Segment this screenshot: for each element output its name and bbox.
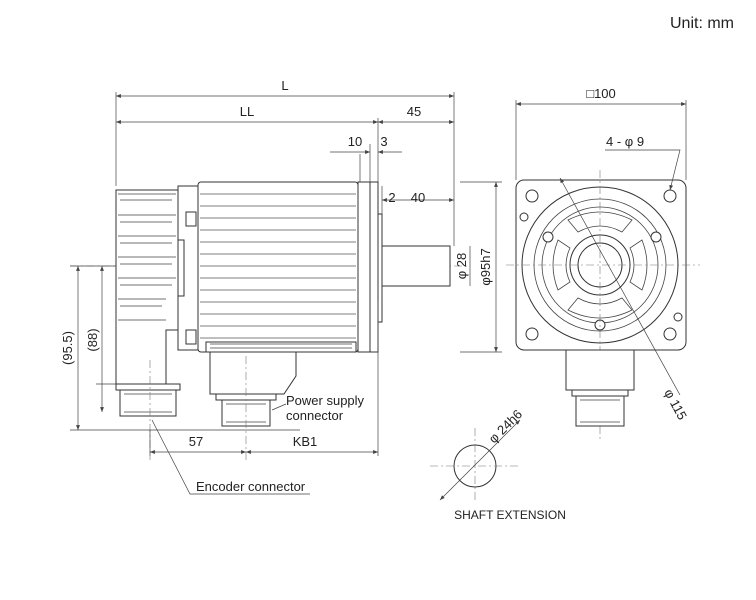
front-shaft-end — [577, 242, 623, 288]
power-supply-connector — [209, 351, 297, 460]
shaft-extension-view: φ 24h6 SHAFT EXTENSION — [430, 407, 566, 522]
dim-KB1: KB1 — [293, 434, 318, 449]
dim-phi24h6: φ 24h6 — [486, 407, 526, 447]
encoder-housing — [115, 185, 199, 385]
dim-3: 3 — [380, 134, 387, 149]
motor-body — [197, 181, 359, 353]
mount-hole-tl — [525, 189, 539, 203]
dim-10: 10 — [348, 134, 362, 149]
front-connector — [565, 349, 635, 391]
dim-95-5: (95.5) — [60, 331, 75, 365]
dim-40: 40 — [411, 190, 425, 205]
side-view: L LL 45 10 3 2 40 φ 28 φ95h7 (95.5) (88)… — [60, 78, 502, 495]
power-supply-label-line1: Power supply — [286, 393, 365, 408]
shaft-extension-label: SHAFT EXTENSION — [454, 508, 566, 522]
encoder-connector-label: Encoder connector — [196, 479, 306, 494]
dim-2: 2 — [388, 190, 395, 205]
dim-45: 45 — [407, 104, 421, 119]
dim-88: (88) — [85, 328, 100, 351]
dim-4-holes: 4 - φ 9 — [606, 134, 644, 149]
dim-phi115: φ 115 — [661, 386, 690, 422]
mount-hole-bl — [525, 327, 539, 341]
shaft — [381, 245, 451, 287]
dim-L: L — [281, 78, 288, 93]
front-view: □100 4 - φ 9 φ 115 — [506, 86, 700, 440]
mount-hole-br — [663, 327, 677, 341]
mount-hole-tr — [663, 189, 677, 203]
flange — [357, 181, 383, 353]
unit-label: Unit: mm — [670, 15, 734, 32]
dim-LL: LL — [240, 104, 254, 119]
dim-phi28: φ 28 — [454, 253, 469, 280]
dim-phi95h7: φ95h7 — [478, 248, 493, 285]
dim-57: 57 — [189, 434, 203, 449]
dim-square-100: □100 — [586, 86, 616, 101]
power-supply-label-line2: connector — [286, 408, 344, 423]
